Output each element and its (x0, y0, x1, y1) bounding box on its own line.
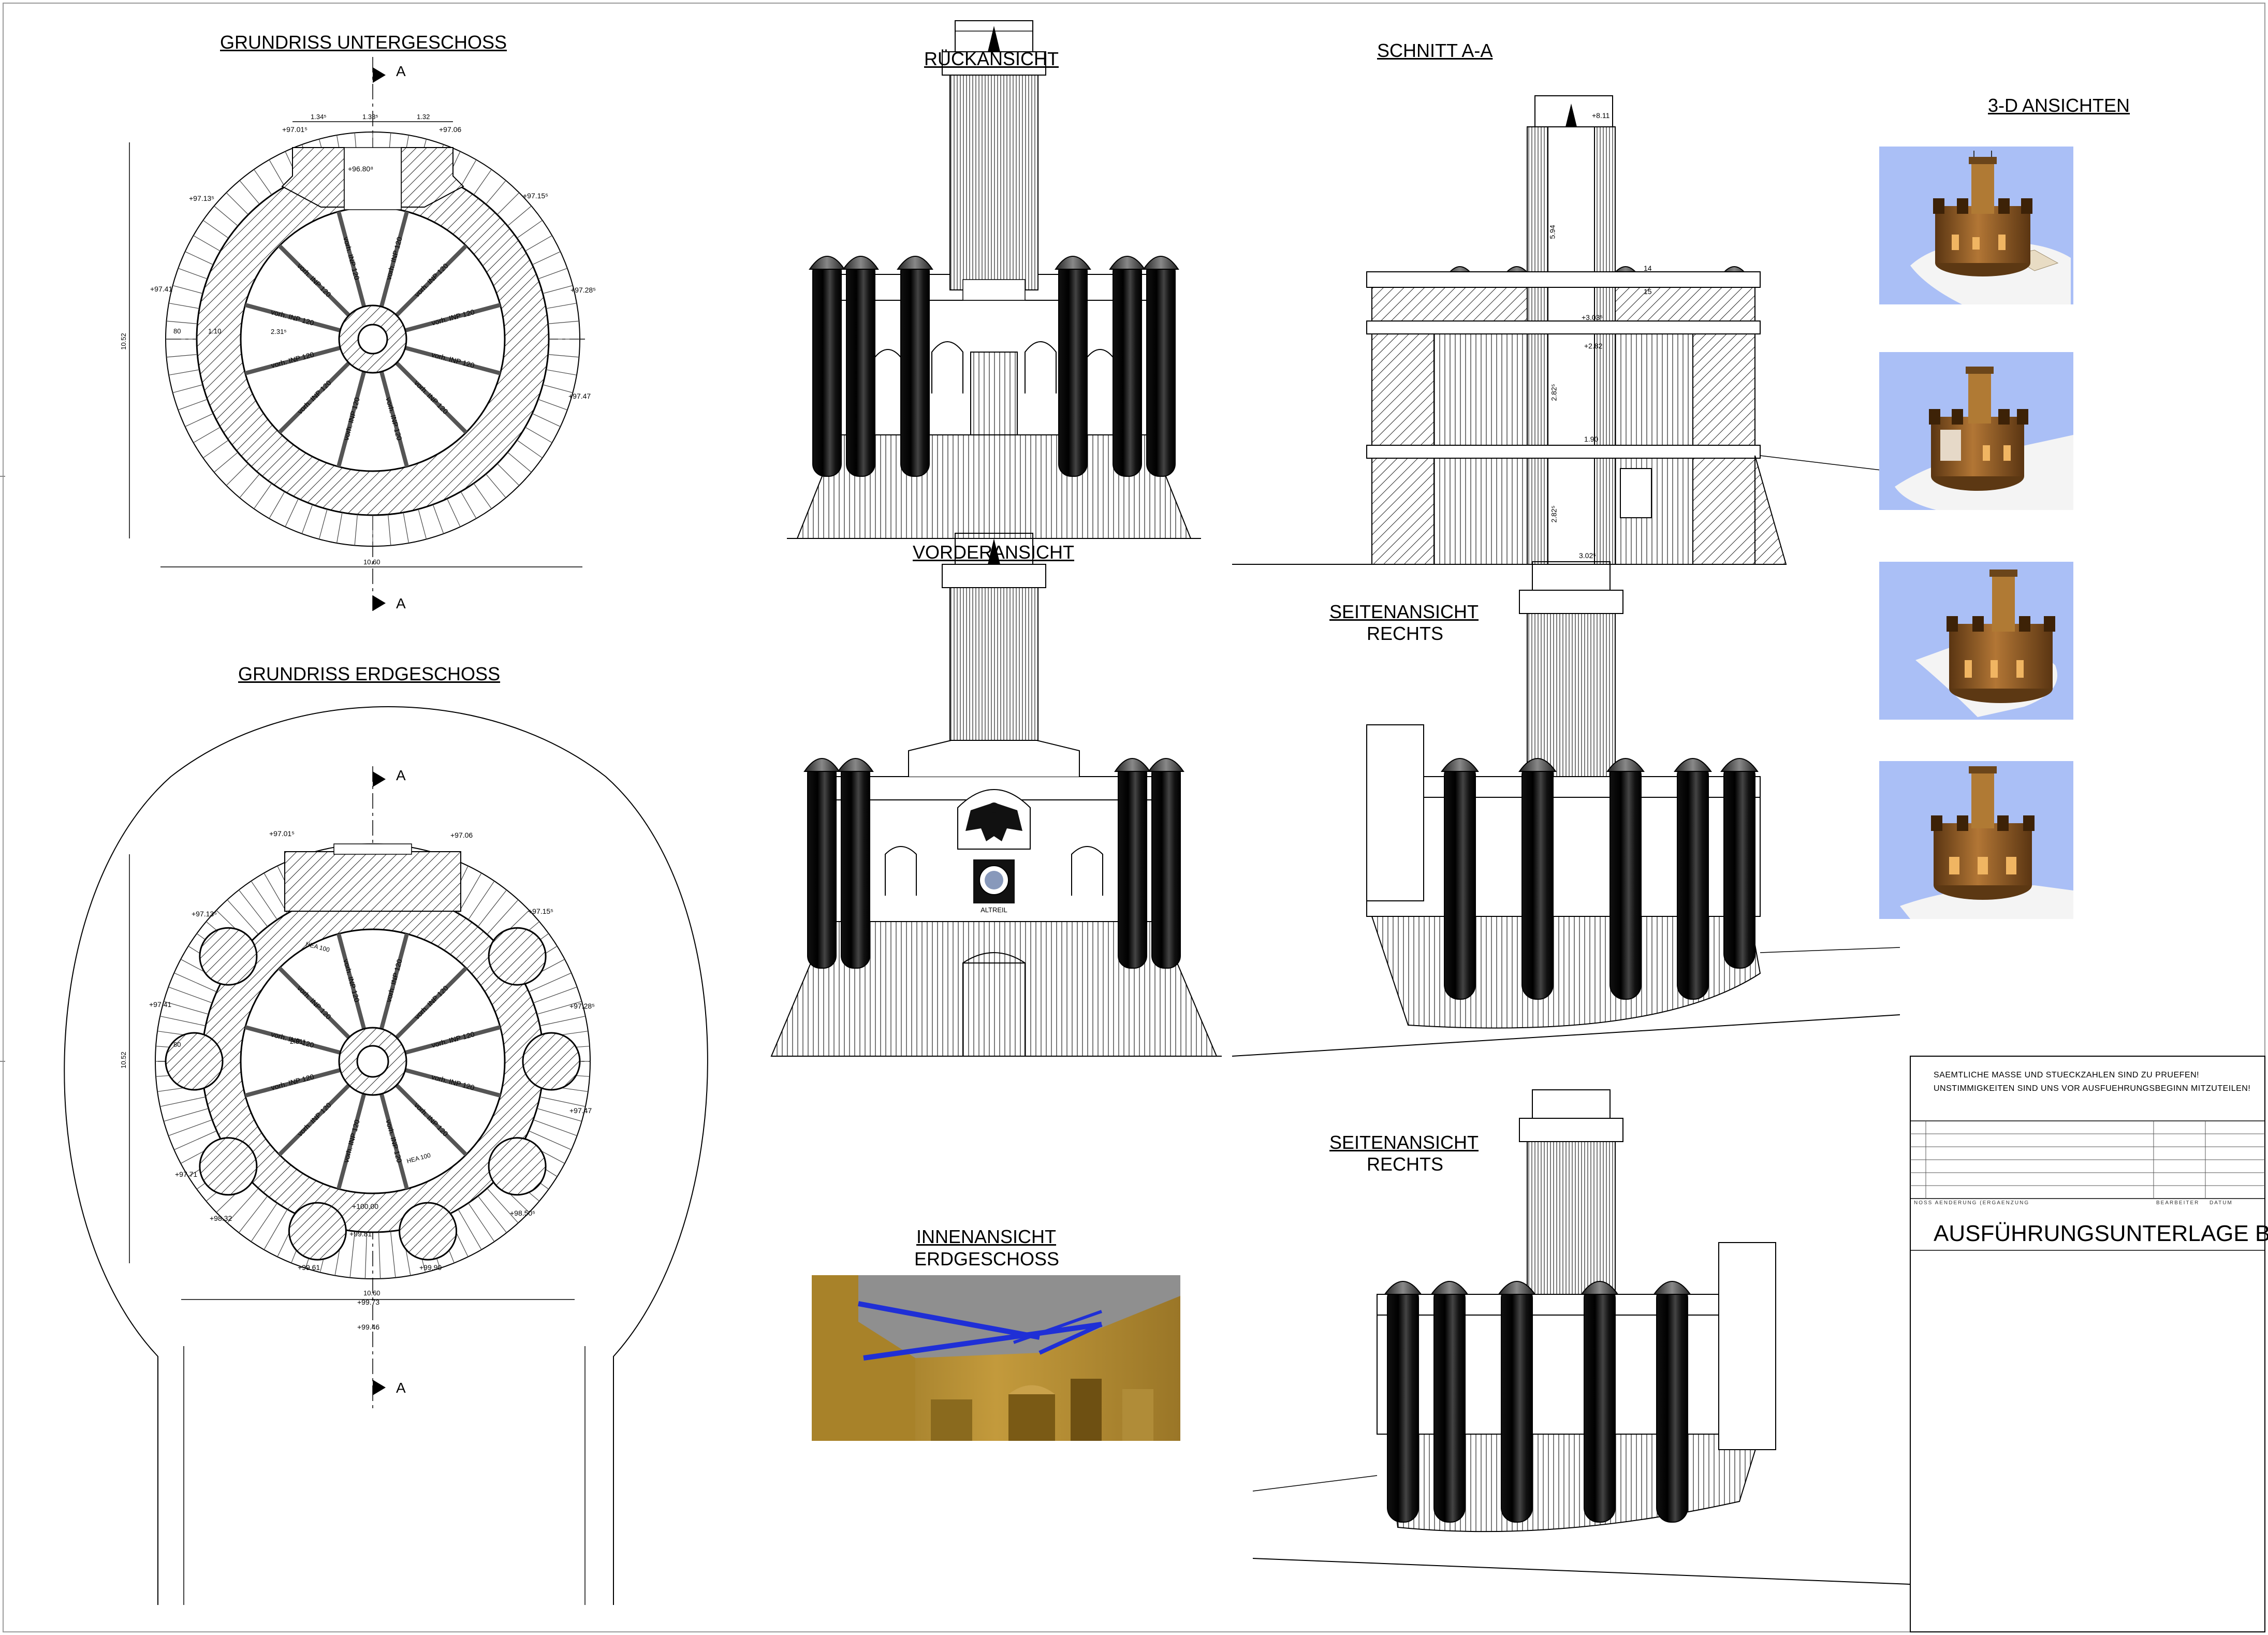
interior-view (812, 1275, 1180, 1441)
basement-dim-inner: 2.31⁵ (271, 328, 287, 335)
side-view-right-2-drawing (1252, 1089, 1911, 1585)
ground-level-14: +98.50⁵ (510, 1209, 536, 1217)
title-block-note-2: UNSTIMMIGKEITEN SIND UNS VOR AUSFUEHRUNG… (1934, 1084, 2251, 1093)
basement-level-8: +97.47 (568, 392, 591, 400)
basement-plan (129, 57, 585, 611)
title-block (1910, 1056, 2265, 1632)
basement-level-3: +96.80⁸ (348, 165, 374, 173)
ground-level-7: +97.47 (569, 1106, 592, 1115)
title-section: SCHNITT A-A (1377, 40, 1493, 61)
section-dim: 2.82⁵ (1549, 505, 1558, 523)
basement-section-marker-top: A (396, 63, 406, 79)
ground-dim-width: 10.60 (363, 1289, 381, 1297)
basement-dim-left: 80 (173, 327, 181, 335)
basement-dim-left2: 1.10 (208, 327, 222, 335)
view-3d-2-render (1879, 352, 2073, 510)
basement-dim-width: 10.60 (363, 558, 381, 566)
section-drawing (1232, 95, 1890, 565)
ground-dim-inner: 2.31⁵ (290, 1038, 306, 1045)
title-block-col-2: BEARBEITER (2156, 1200, 2200, 1206)
basement-level-4: +97.13⁵ (189, 194, 215, 202)
ground-level-15: +99.73 (357, 1298, 380, 1306)
basement-dim-top-1: 1.34⁵ (311, 113, 327, 121)
ground-dim-left: 80 (173, 1041, 181, 1048)
basement-level-5: +97.15⁵ (523, 192, 549, 200)
basement-section-marker-bottom: A (396, 595, 406, 611)
ground-level-6: +97.28⁵ (569, 1002, 595, 1010)
ground-level-11: +99.81 (349, 1230, 372, 1238)
title-plan-ground: GRUNDRISS ERDGESCHOSS (238, 663, 501, 684)
section-dim: +8.11 (1592, 111, 1610, 120)
ground-section-marker-bottom: A (396, 1380, 406, 1396)
section-dim: 15 (1644, 287, 1652, 296)
subtitle-side-right-2: RECHTS (1367, 1154, 1444, 1175)
section-dim: 2.82⁵ (1549, 384, 1558, 401)
view-3d-1-render (1879, 147, 2073, 304)
section-dim: +2.82 (1584, 342, 1603, 350)
section-dim: 14 (1644, 264, 1652, 272)
section-dim: 5.94 (1548, 225, 1557, 239)
title-block-main: AUSFÜHRUNGSUNTERLAGE BAU (1934, 1221, 2268, 1246)
view-3d-3-render (1879, 562, 2073, 720)
basement-level-1: +97.01⁵ (282, 125, 308, 134)
basement-level-2: +97.06 (439, 125, 462, 134)
section-dim: 1.90 (1584, 435, 1599, 443)
ground-level-16: +99.46 (357, 1323, 380, 1331)
title-front-view: VORDERANSICHT (913, 542, 1075, 563)
title-plan-basement: GRUNDRISS UNTERGESCHOSS (220, 32, 507, 53)
title-rear-view: RÜCKANSICHT (924, 48, 1059, 69)
interior-render (812, 1275, 1180, 1441)
basement-level-6: +97.41 (150, 285, 173, 293)
view-3d-4 (1879, 761, 2073, 919)
subtitle-interior: ERDGESCHOSS (914, 1248, 1060, 1269)
title-side-right-1: SEITENANSICHT (1329, 601, 1479, 622)
view-3d-1 (1879, 147, 2073, 304)
ground-level-2: +97.06 (450, 831, 473, 839)
side-view-right-1-drawing (1232, 561, 1900, 1057)
subtitle-side-right-1: RECHTS (1367, 623, 1444, 644)
ground-level-1: +97.01⁵ (269, 829, 295, 838)
ground-level-8: +97.71 (175, 1170, 198, 1178)
ground-level-13: +99.90 (419, 1263, 442, 1272)
basement-dim-height: 10.52 (119, 333, 127, 350)
title-3d-views: 3-D ANSICHTEN (1988, 95, 2130, 116)
basement-level-7: +97.28⁵ (570, 286, 596, 294)
view-3d-3 (1879, 562, 2073, 720)
ground-dim-height: 10.52 (119, 1052, 127, 1069)
ground-floor-plan (64, 706, 708, 1605)
ground-level-9: +98.32 (210, 1214, 232, 1222)
ground-section-marker-top: A (396, 767, 406, 783)
basement-dim-top-2: 1.33⁵ (362, 113, 378, 121)
ground-level-5: +97.41 (149, 1000, 172, 1009)
view-3d-2 (1879, 352, 2073, 510)
title-block-note-1: SAEMTLICHE MASSE UND STUECKZAHLEN SIND Z… (1934, 1071, 2200, 1079)
rear-view-drawing (786, 20, 1202, 539)
ground-level-12: +100.00 (352, 1202, 378, 1210)
ground-level-4: +97.15⁵ (528, 907, 554, 915)
front-view-drawing: ALTREIL (770, 533, 1222, 1057)
ground-level-3: +97.13⁵ (192, 910, 217, 918)
title-side-right-2: SEITENANSICHT (1329, 1132, 1479, 1153)
title-block-col-1: NOSS AENDERUNG (ERGAENZUNG (1914, 1200, 2030, 1206)
basement-dim-top-3: 1.32 (417, 113, 430, 121)
svg-text:ALTREIL: ALTREIL (981, 906, 1007, 914)
section-dim: +3.03⁵ (1582, 313, 1603, 322)
view-3d-4-render (1879, 761, 2073, 919)
title-interior: INNENANSICHT (916, 1226, 1057, 1247)
title-block-col-3: DATUM (2210, 1200, 2233, 1206)
ground-level-10: +99.61 (298, 1263, 320, 1272)
section-dim: 3.02⁵ (1579, 551, 1597, 560)
